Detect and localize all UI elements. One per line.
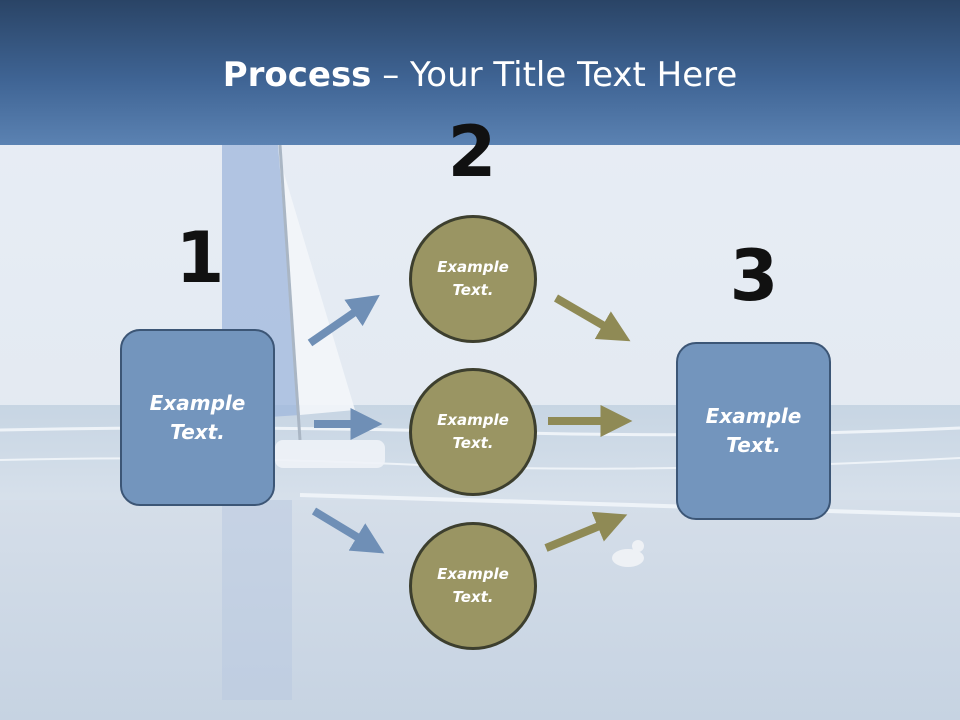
- circle-bottom: Example Text.: [409, 522, 537, 650]
- slide-title: Process – Your Title Text Here: [0, 52, 960, 98]
- right-box-label: Example Text.: [705, 404, 802, 457]
- arrow-from-circle-bottom: [544, 511, 628, 552]
- left-process-box: Example Text.: [120, 329, 275, 506]
- circle-top-label: Example Text.: [437, 258, 509, 299]
- title-bold: Process: [222, 55, 372, 95]
- title-banner: [0, 0, 960, 145]
- right-process-box: Example Text.: [676, 342, 831, 520]
- arrow-to-circle-top: [307, 294, 380, 347]
- arrow-to-circle-bottom: [311, 507, 385, 554]
- step-number-3: 3: [729, 235, 779, 317]
- step-number-2: 2: [447, 111, 497, 193]
- step-number-1: 1: [175, 217, 225, 299]
- title-rest: – Your Title Text Here: [371, 55, 738, 95]
- circle-middle: Example Text.: [409, 368, 537, 496]
- arrow-from-circle-top: [553, 294, 631, 342]
- circle-middle-label: Example Text.: [437, 411, 509, 452]
- circle-top: Example Text.: [409, 215, 537, 343]
- left-box-label: Example Text.: [149, 390, 246, 444]
- circle-bottom-label: Example Text.: [437, 565, 509, 606]
